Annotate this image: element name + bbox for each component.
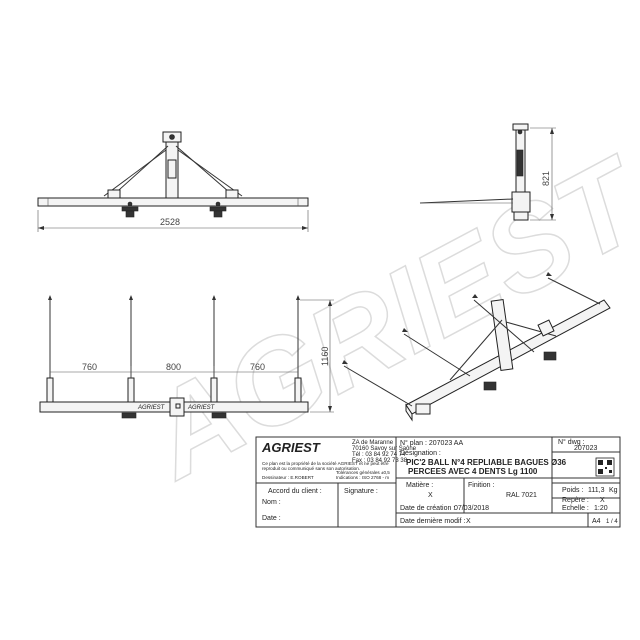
dim-front-width: 2528 (160, 217, 180, 227)
echelle-value: 1:20 (594, 505, 608, 512)
repere-value: X (600, 497, 605, 504)
drafter: Dessinateur : E.ROBERT (262, 475, 314, 480)
company-address: ZA de Maranne 70160 Savoy sur Saône Tél … (352, 440, 417, 464)
designation-line-2: PERCEES AVEC 4 DENTS Lg 1100 (408, 467, 538, 476)
svg-text:Ce plan est la propriété de la: Ce plan est la propriété de la société A… (262, 461, 389, 466)
side-view: 821 (419, 123, 556, 221)
format-value: A4 (592, 518, 601, 525)
finition-label: Finition : (468, 482, 495, 489)
poids-label: Poids : (562, 487, 583, 494)
dim-spacing-middle: 800 (166, 362, 181, 372)
finition-value: RAL 7021 (506, 492, 537, 499)
svg-text:Tolérances générales ±0,5: Tolérances générales ±0,5 (336, 470, 390, 475)
date-creation-label: Date de création : (400, 505, 455, 512)
designation-line-1: PIC'2 BALL N°4 REPLIABLE BAGUES Ø36 (406, 458, 567, 467)
svg-text:ZA de Maranne: ZA de Maranne (352, 440, 394, 446)
drawing-number-label: N° dwg : (558, 438, 585, 446)
repere-label: Repère : (562, 497, 589, 504)
svg-text:AGRIEST: AGRIEST (187, 405, 216, 411)
date-creation-value: 07/03/2018 (454, 505, 489, 512)
designation-label: Désignation : (400, 450, 441, 457)
matiere-label: Matière : (406, 482, 433, 489)
client-agreement-label: Accord du client : (268, 488, 322, 495)
echelle-label: Echelle : (562, 505, 589, 512)
drawing-number-value: 207023 (574, 445, 597, 452)
poids-unit: Kg (609, 487, 618, 494)
svg-text:Indications : ISO 2768 - m: Indications : ISO 2768 - m (336, 475, 389, 480)
agriest-logo: AGRIEST (261, 440, 321, 455)
front-beam (37, 197, 309, 207)
svg-text:Tél : 03 84 92 74 74: Tél : 03 84 92 74 74 (352, 452, 406, 458)
isometric-view (342, 272, 611, 422)
date-modif-value: X (466, 518, 471, 525)
plan-number: N° plan : 207023 AA (400, 439, 463, 447)
qr-code-icon (595, 457, 615, 477)
dim-spacing-left: 760 (82, 362, 97, 372)
front-hitch-pins (121, 201, 227, 218)
dim-side-height: 821 (541, 171, 551, 186)
poids-value: 111,3 (588, 487, 605, 494)
sheet-number: 1 / 4 (606, 519, 618, 525)
top-view: AGRIEST AGRIEST 760 800 760 1160 (39, 295, 334, 419)
dim-top-height: 1160 (320, 347, 330, 366)
svg-text:reproduit ou communiqué sans s: reproduit ou communiqué sans son autoris… (262, 466, 360, 471)
date-modif-label: Date dernière modif : (400, 518, 465, 525)
svg-text:Fax : 03 84 92 73 38: Fax : 03 84 92 73 38 (352, 458, 408, 464)
client-date-label: Date : (262, 515, 281, 522)
front-view: 2528 (37, 131, 309, 232)
client-name-label: Nom : (262, 499, 281, 506)
title-block: AGRIEST ZA de Maranne 70160 Savoy sur Sa… (255, 436, 621, 528)
side-tine (419, 198, 514, 204)
iso-mast (490, 298, 514, 372)
signature-label: Signature : (344, 488, 378, 495)
svg-text:70160 Savoy sur Saône: 70160 Savoy sur Saône (352, 446, 417, 452)
svg-text:AGRIEST: AGRIEST (137, 405, 166, 411)
dim-spacing-right: 760 (250, 362, 265, 372)
matiere-value: X (428, 492, 433, 499)
